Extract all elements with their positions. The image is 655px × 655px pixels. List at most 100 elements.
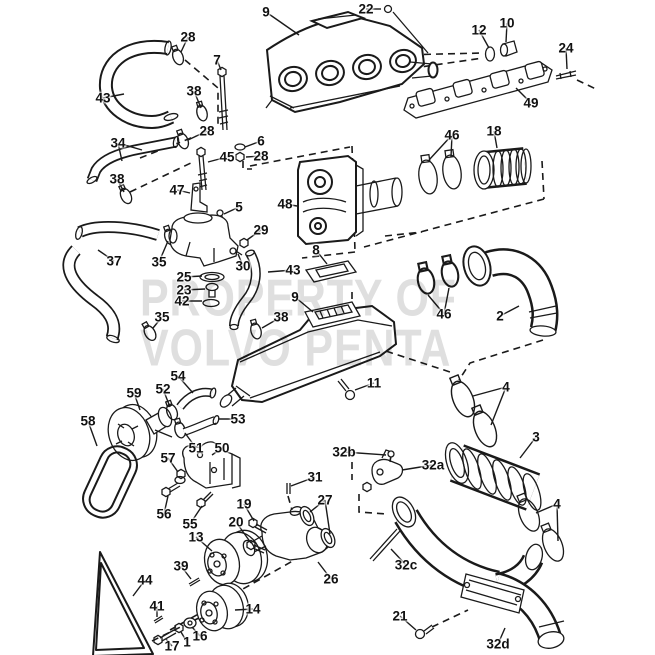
bolt-32b bbox=[387, 450, 395, 463]
hose-37 bbox=[69, 226, 158, 344]
fitting-32a bbox=[371, 449, 404, 485]
leader-line-32c bbox=[390, 548, 407, 566]
leader-line-26 bbox=[317, 561, 332, 580]
riser-gasket-8 bbox=[304, 260, 358, 283]
leader-line-32d bbox=[497, 627, 506, 645]
leader-line-2 bbox=[499, 305, 520, 317]
leader-line-12 bbox=[478, 29, 490, 49]
leader-line-28 bbox=[245, 155, 262, 158]
leader-line-35 bbox=[152, 316, 163, 329]
leader-line-4 bbox=[490, 386, 507, 426]
leader-line-28 bbox=[180, 36, 189, 53]
seawater-pump-group bbox=[107, 398, 188, 462]
leader-line-4 bbox=[472, 386, 507, 397]
leader-line-8 bbox=[315, 249, 328, 265]
leader-line-14 bbox=[234, 608, 254, 611]
leader-line-24 bbox=[565, 47, 568, 70]
pin-41 bbox=[153, 615, 164, 624]
pulley-14-group bbox=[153, 582, 250, 646]
leader-line-31 bbox=[290, 476, 316, 487]
leader-line-4 bbox=[556, 503, 559, 542]
plug-22 bbox=[383, 4, 393, 14]
leader-line-32a bbox=[401, 464, 434, 471]
sleeve-10 bbox=[499, 40, 518, 57]
leader-line-49 bbox=[515, 87, 532, 104]
leader-line-59 bbox=[133, 392, 141, 411]
leader-line-35 bbox=[158, 240, 169, 263]
sender-23 bbox=[205, 282, 219, 298]
clip-12 bbox=[484, 46, 496, 62]
bolt-21 bbox=[414, 624, 435, 640]
rod-32c bbox=[369, 528, 401, 562]
bolt-11 bbox=[337, 378, 356, 401]
bellows-3 bbox=[441, 442, 545, 512]
leader-line-5 bbox=[223, 206, 240, 215]
gaskets-27 bbox=[299, 505, 336, 549]
water-pump-26-group bbox=[242, 483, 336, 561]
bolt-56 bbox=[161, 482, 181, 498]
leader-line-34 bbox=[117, 142, 143, 151]
leader-line-51 bbox=[184, 432, 197, 449]
leader-line-37 bbox=[97, 249, 115, 262]
pin-39 bbox=[188, 577, 201, 587]
leader-line-38 bbox=[261, 316, 282, 329]
bracket-50-group bbox=[161, 441, 241, 509]
leader-line-54 bbox=[177, 375, 194, 394]
leader-line-9 bbox=[265, 11, 300, 36]
clamps-and-bolts-upper-left bbox=[115, 43, 246, 227]
leader-line-19 bbox=[243, 503, 255, 522]
small-fasteners-top-right bbox=[383, 4, 577, 80]
hose-43-upper bbox=[106, 41, 179, 122]
thermostat-housing-group bbox=[139, 212, 249, 344]
washer-57 bbox=[174, 475, 186, 485]
hose-43-center bbox=[230, 249, 256, 329]
drive-belt-58 bbox=[82, 445, 138, 519]
leader-line-25 bbox=[183, 275, 203, 278]
leader-line-6 bbox=[244, 140, 262, 148]
exhaust-riser-48 bbox=[297, 154, 403, 246]
bolt-55 bbox=[196, 491, 214, 509]
gasket-25 bbox=[199, 271, 225, 283]
leader-line-28 bbox=[187, 130, 208, 141]
leader-line-23 bbox=[183, 288, 206, 291]
leader-line-58 bbox=[87, 420, 98, 447]
leader-line-57 bbox=[167, 457, 179, 473]
nut-32b bbox=[362, 481, 372, 493]
bolt-45 bbox=[196, 146, 208, 191]
leader-line-11 bbox=[354, 382, 375, 391]
leader-line-43 bbox=[102, 93, 125, 99]
leader-line-9 bbox=[294, 296, 314, 313]
leader-line-43 bbox=[267, 269, 294, 273]
leader-line-50 bbox=[211, 447, 223, 456]
leader-line-20 bbox=[235, 521, 252, 544]
pin-24 bbox=[555, 70, 577, 80]
leader-line-18 bbox=[493, 130, 498, 149]
leader-line-16 bbox=[191, 626, 201, 637]
bolt-7 bbox=[217, 66, 229, 131]
leader-line-30 bbox=[237, 253, 244, 267]
top-exhaust-manifold bbox=[265, 10, 439, 114]
hose-34 bbox=[86, 135, 179, 185]
leader-line-13 bbox=[195, 536, 213, 552]
leader-line-38 bbox=[116, 178, 125, 193]
bolt-20 bbox=[246, 539, 266, 554]
washer-16 bbox=[183, 617, 197, 629]
bellows-hose-18 bbox=[474, 149, 531, 190]
leader-line-39 bbox=[180, 565, 192, 580]
leader-line-7 bbox=[216, 59, 222, 71]
nut-28 bbox=[235, 151, 245, 163]
leader-line-17 bbox=[165, 638, 173, 647]
leader-lines bbox=[87, 8, 568, 647]
washer-6 bbox=[234, 143, 246, 151]
leader-line-45 bbox=[207, 156, 228, 163]
leader-line-10 bbox=[505, 22, 508, 43]
leader-line-32b bbox=[343, 451, 387, 456]
leader-line-52 bbox=[162, 388, 171, 408]
leader-line-1 bbox=[180, 631, 188, 643]
leader-line-27 bbox=[309, 499, 326, 513]
manifold-gasket-49 bbox=[403, 60, 553, 119]
pulley-13-group bbox=[188, 529, 269, 587]
leader-line-48 bbox=[284, 203, 298, 207]
